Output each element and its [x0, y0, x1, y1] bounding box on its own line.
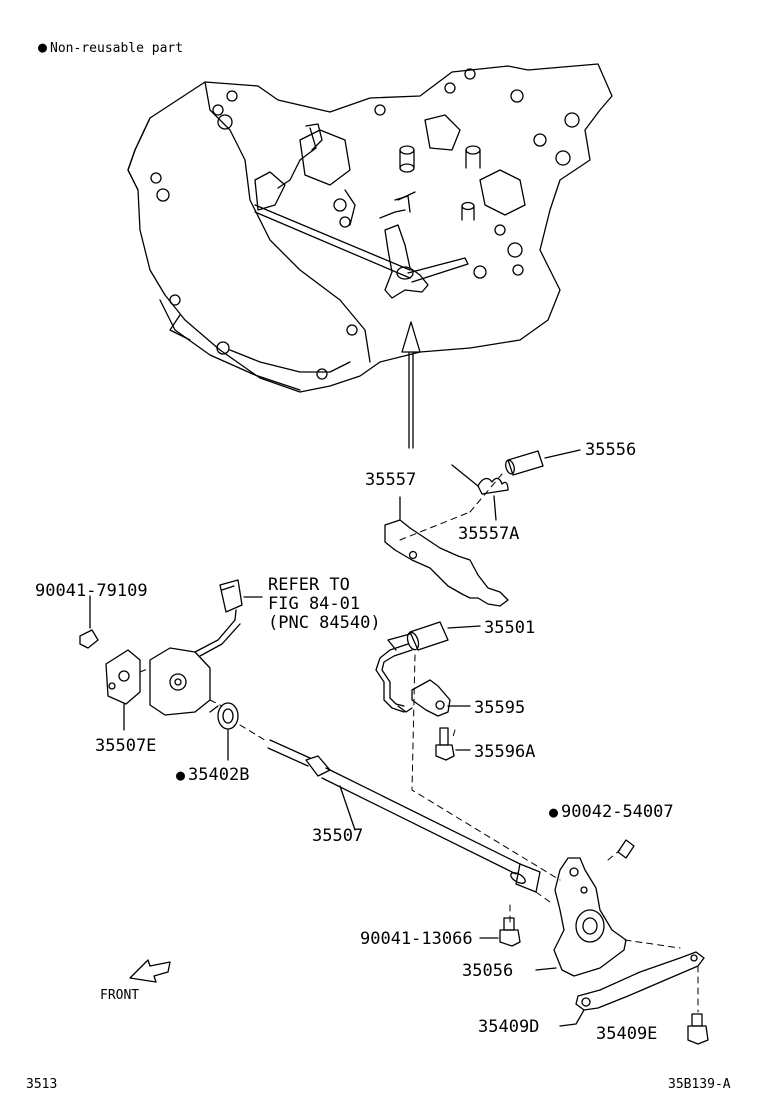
callout-90041-79109: 90041-79109 [35, 581, 148, 601]
part-35501-parking-rod [375, 621, 481, 713]
part-35409d-link [559, 951, 705, 1027]
part-35409e-bolt [687, 965, 709, 1045]
callout-35596a: 35596A [474, 742, 536, 762]
callout-90042-54007: 90042-54007 [549, 802, 674, 822]
transmission-case [127, 63, 613, 393]
dashed-alignment-lines [139, 473, 681, 949]
figure-number: 3513 [26, 1077, 58, 1092]
part-35595-clamp [411, 679, 471, 717]
part-35507-manual-shaft [267, 739, 541, 893]
callout-35507: 35507 [312, 826, 364, 846]
part-35556-pin [505, 449, 581, 476]
part-35402b-seal [209, 702, 239, 761]
callout-35557: 35557 [365, 470, 417, 490]
front-arrow-icon [129, 959, 171, 983]
front-label: FRONT [100, 988, 140, 1003]
callout-35595: 35595 [474, 698, 526, 718]
legend-non-reusable: Non-reusable part [38, 39, 183, 57]
part-35056-lever [535, 857, 627, 977]
part-90041-13066-bolt [479, 917, 521, 947]
refer-line-1: REFER TO [268, 575, 350, 595]
callout-35409e: 35409E [596, 1024, 658, 1044]
callout-35556: 35556 [585, 440, 637, 460]
part-35557-detent-plate [384, 496, 509, 607]
part-35557a-spring [451, 464, 509, 521]
refer-line-2: FIG 84-01 [268, 594, 361, 614]
callout-35557a: 35557A [458, 524, 520, 544]
assembly-arrow [401, 321, 421, 449]
part-90041-79109-nut [79, 595, 99, 649]
part-35596a-bolt [435, 727, 471, 761]
part-90042-54007-pin [617, 839, 635, 859]
neutral-start-switch [149, 579, 243, 716]
part-35507e-washer [105, 649, 141, 731]
callout-35409d: 35409D [478, 1017, 540, 1037]
callout-35501: 35501 [484, 618, 536, 638]
refer-line-3: (PNC 84540) [268, 613, 381, 633]
illustration-code: 35B139-A [668, 1077, 731, 1092]
callout-90041-13066: 90041-13066 [360, 929, 473, 949]
callout-35402b: 35402B [176, 765, 249, 785]
callout-35507e: 35507E [95, 736, 157, 756]
callout-35056: 35056 [462, 961, 514, 981]
